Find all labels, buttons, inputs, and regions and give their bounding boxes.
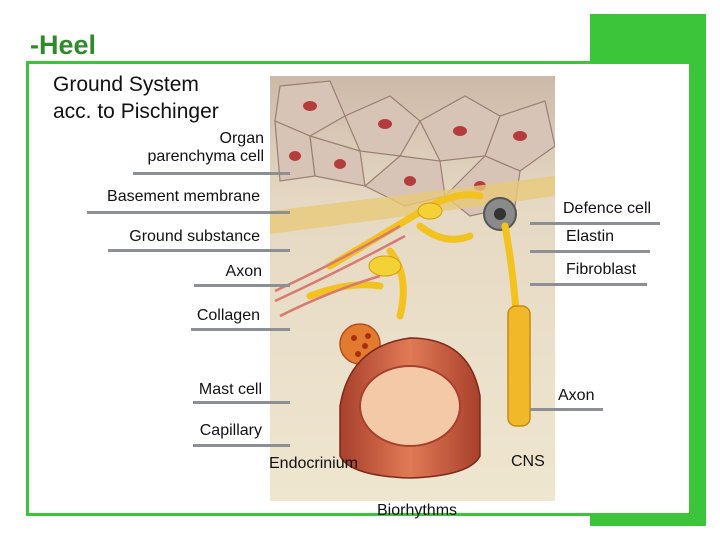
header-green-block [590,14,706,62]
label-fibroblast: Fibroblast [566,261,637,278]
label-axon-right: Axon [558,387,595,404]
label-defence-cell: Defence cell [563,200,652,217]
label-organ-line-2: parenchyma cell [147,148,265,165]
label-capillary: Capillary [199,422,262,439]
label-organ-parenchyma-cell: Organ parenchyma cell [130,130,265,166]
leader-axon-right [530,408,603,411]
leader-mast-cell [193,401,290,404]
label-cns: CNS [511,453,545,470]
label-axon-left: Axon [225,263,262,280]
ground-system-illustration [270,76,555,501]
title-line-1: Ground System [53,73,199,96]
label-endocrinium: Endocrinium [269,455,358,472]
title-line-2: acc. to Pischinger [53,100,219,123]
leader-elastin [530,250,650,253]
brand-logo-text: -Heel [30,30,97,60]
leader-ground-substance [108,249,290,252]
leader-collagen [191,328,290,331]
leader-basement-membrane [87,211,290,214]
label-biorhythms: Biorhythms [377,502,458,519]
label-collagen: Collagen [196,307,260,324]
leader-fibroblast [530,283,647,286]
leader-defence-cell [530,222,660,225]
leader-axon-left [194,284,290,287]
label-organ-line-1: Organ [219,130,264,147]
label-basement-membrane: Basement membrane [107,188,260,205]
page-title: Ground System acc. to Pischinger [53,71,219,125]
label-mast-cell: Mast cell [198,381,262,398]
leader-capillary [193,444,290,447]
label-elastin: Elastin [566,228,615,245]
cell-nuclei [289,101,527,191]
leader-organ-parenchyma-cell [133,172,290,175]
label-ground-substance: Ground substance [129,228,260,245]
